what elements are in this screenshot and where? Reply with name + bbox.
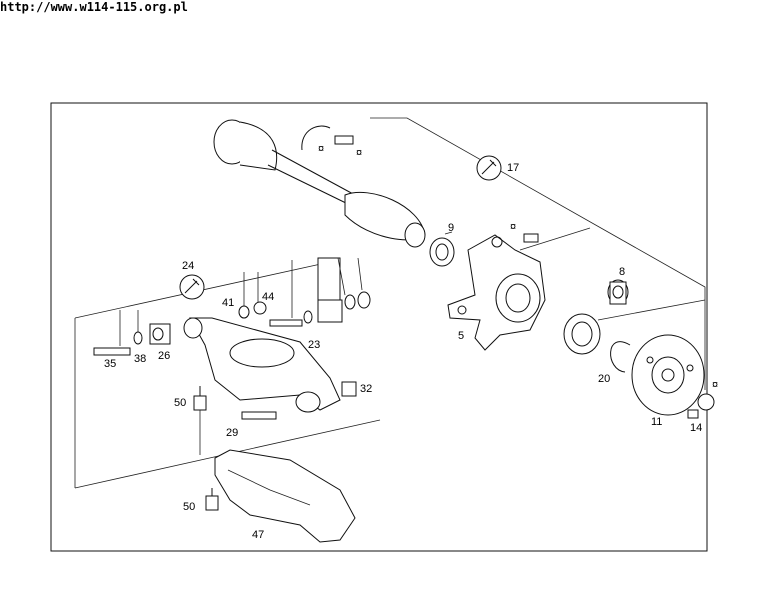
callout-5: 5 [458,330,464,342]
callout-9: 9 [448,222,454,234]
wrench-symbol-24 [179,274,205,300]
nut-14 [697,393,715,411]
wheel-hub-11 [631,334,705,416]
circlip [301,125,331,151]
svg-text:¤: ¤ [318,143,324,155]
callout-32: 32 [360,383,372,395]
ball-joint-50-upper [193,395,207,411]
callout-23: 23 [308,339,320,351]
callout-14: 14 [690,422,702,434]
svg-text:¤: ¤ [356,147,362,159]
bolt-knuckle [523,233,539,243]
axle-plane-lines [370,117,706,390]
svg-text:¤: ¤ [712,379,718,391]
callout-29: 29 [226,427,238,439]
nut-32 [341,381,357,397]
callout-17: 17 [507,162,519,174]
callout-50-lower: 50 [183,501,195,513]
wrench-symbol-17 [476,155,502,181]
nut-44 [253,301,267,315]
callout-35: 35 [104,358,116,370]
damper-mount [303,257,371,324]
bolt-top [334,135,354,145]
washer-41 [238,305,250,319]
wheel-bolt [687,409,699,419]
callout-47: 47 [252,529,264,541]
callout-41: 41 [222,297,234,309]
callout-50-upper: 50 [174,397,186,409]
shield-47 [214,449,356,543]
bolt-arm [269,319,303,327]
hub-carrier-5 [447,234,546,351]
wheel-bearing [563,313,601,355]
ball-joint-50-lower [205,495,219,511]
control-arm-23 [183,317,341,413]
svg-text:¤: ¤ [510,221,516,233]
callout-20: 20 [598,373,610,385]
callout-26: 26 [158,350,170,362]
callout-11: 11 [651,416,662,428]
source-url: http://www.w114-115.org.pl [0,0,188,14]
callout-24: 24 [182,260,194,272]
snap-ring-20 [610,341,631,373]
callout-44: 44 [262,291,274,303]
callout-8: 8 [619,266,625,278]
bolt-29 [241,411,277,420]
drive-shaft [213,119,426,248]
washer-38 [133,331,143,345]
bolt-35 [93,347,131,356]
callout-38: 38 [134,353,146,365]
diagram-frame [50,102,708,552]
seal-9 [429,237,455,267]
